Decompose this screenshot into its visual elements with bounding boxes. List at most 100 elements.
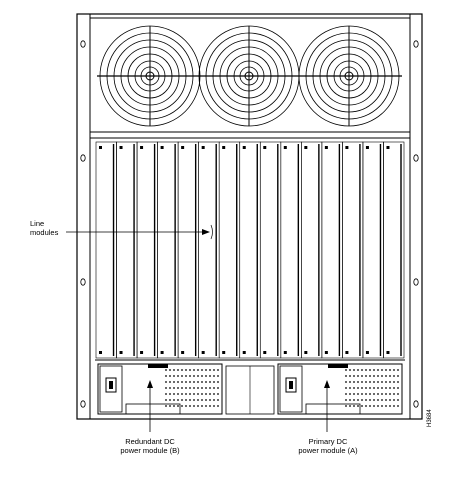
psu-vent-hole bbox=[213, 405, 215, 407]
psu-vent-hole bbox=[213, 393, 215, 395]
psu-vent-hole bbox=[197, 381, 199, 383]
psu-vent-hole bbox=[185, 381, 187, 383]
psu-vent-hole bbox=[173, 369, 175, 371]
psu-vent-hole bbox=[197, 399, 199, 401]
line-module-slot bbox=[301, 141, 323, 359]
psu-vent-hole bbox=[345, 399, 347, 401]
psu-vent-hole bbox=[173, 399, 175, 401]
psu-vent-hole bbox=[169, 375, 171, 377]
psu-vent-hole bbox=[381, 393, 383, 395]
psu-vent-hole bbox=[385, 405, 387, 407]
slot-screw-top bbox=[324, 146, 328, 149]
psu-vent-hole bbox=[377, 393, 379, 395]
mounting-hole bbox=[413, 40, 419, 48]
psu-vent-hole bbox=[389, 387, 391, 389]
mounting-hole bbox=[413, 154, 419, 162]
psu-top-tab bbox=[148, 364, 168, 368]
psu-vent-hole bbox=[193, 393, 195, 395]
psu-vent-hole bbox=[197, 405, 199, 407]
psu-vent-hole bbox=[349, 387, 351, 389]
psu-vent-hole bbox=[377, 369, 379, 371]
psu-vent-hole bbox=[357, 387, 359, 389]
slot-screw-top bbox=[119, 146, 123, 149]
psu-vent-hole bbox=[185, 369, 187, 371]
psu-vent-hole bbox=[345, 387, 347, 389]
psu-vent-hole bbox=[393, 369, 395, 371]
psu-vent-hole bbox=[181, 393, 183, 395]
psu-vent-hole bbox=[393, 375, 395, 377]
psu-vent-hole bbox=[205, 381, 207, 383]
psu-vent-hole bbox=[397, 405, 399, 407]
psu-vent-hole bbox=[165, 405, 167, 407]
psu-vent-hole bbox=[213, 369, 215, 371]
psu-vent-hole bbox=[369, 369, 371, 371]
psu-vent-hole bbox=[353, 375, 355, 377]
psu-switch-toggle bbox=[289, 381, 293, 389]
psu-latch bbox=[125, 403, 181, 415]
line-module-slot bbox=[342, 141, 364, 359]
psu-vent-hole bbox=[165, 387, 167, 389]
psu-vent-hole bbox=[349, 405, 351, 407]
psu-vent-hole bbox=[165, 393, 167, 395]
psu-vent-hole bbox=[189, 399, 191, 401]
psu-vent-hole bbox=[217, 381, 219, 383]
slot-screw-bottom bbox=[99, 351, 102, 354]
psu-vent-hole bbox=[357, 393, 359, 395]
line-modules-label: Line modules bbox=[30, 219, 59, 237]
psu-vent-hole bbox=[209, 387, 211, 389]
psu-vent-hole bbox=[205, 375, 207, 377]
line-module-slots bbox=[95, 141, 405, 359]
line-module-slot bbox=[239, 141, 261, 359]
psu-vent-hole bbox=[193, 405, 195, 407]
mounting-hole bbox=[80, 40, 86, 48]
psu-vent-hole bbox=[189, 381, 191, 383]
psu-vent-hole bbox=[373, 381, 375, 383]
psu-vent-hole bbox=[385, 369, 387, 371]
psu-vent-hole bbox=[377, 405, 379, 407]
psu-vent-hole bbox=[365, 393, 367, 395]
slot-screw-bottom bbox=[201, 351, 205, 354]
psu-vent-hole bbox=[193, 387, 195, 389]
psu-vent-hole bbox=[357, 405, 359, 407]
slot-screw-bottom bbox=[283, 351, 287, 354]
psu-switch bbox=[105, 377, 117, 393]
psu-handle-panel bbox=[279, 365, 303, 413]
line-module-slot bbox=[280, 141, 302, 359]
psu-vent-hole bbox=[393, 405, 395, 407]
psu-vent-hole bbox=[193, 381, 195, 383]
psu-vent-hole bbox=[369, 405, 371, 407]
psu-vent-hole bbox=[365, 369, 367, 371]
psu-vent-hole bbox=[381, 399, 383, 401]
psu-vent-hole bbox=[397, 381, 399, 383]
psu-vent-hole bbox=[365, 381, 367, 383]
psu-frame bbox=[97, 363, 223, 415]
slot-screw-bottom bbox=[181, 351, 185, 354]
psu-vent-hole bbox=[205, 405, 207, 407]
psu-vent-hole bbox=[369, 375, 371, 377]
psu-vent-hole bbox=[373, 393, 375, 395]
psu-vent-hole bbox=[357, 375, 359, 377]
line-module-slot bbox=[218, 141, 241, 359]
fan-tray bbox=[89, 17, 411, 133]
psu-vent-hole bbox=[173, 405, 175, 407]
psu-vent-hole bbox=[365, 387, 367, 389]
psu-vent-hole bbox=[357, 399, 359, 401]
line-module-slot bbox=[116, 141, 138, 359]
psu-vent-hole bbox=[345, 375, 347, 377]
callout-line-modules bbox=[66, 224, 213, 240]
psu-vent-hole bbox=[177, 381, 179, 383]
psu-vent-hole bbox=[209, 375, 211, 377]
psu-vent-hole bbox=[377, 399, 379, 401]
psu-vent-hole bbox=[377, 381, 379, 383]
psu-vent-hole bbox=[169, 405, 171, 407]
psu-vent-hole bbox=[397, 369, 399, 371]
psu-vent-hole bbox=[197, 393, 199, 395]
psu-vent-hole bbox=[373, 369, 375, 371]
psu-vent-hole bbox=[385, 399, 387, 401]
line-module-slot bbox=[177, 141, 199, 359]
psu-vent-hole bbox=[201, 381, 203, 383]
mounting-hole bbox=[80, 400, 86, 408]
psu-vent-hole bbox=[361, 393, 363, 395]
mounting-hole bbox=[80, 154, 86, 162]
